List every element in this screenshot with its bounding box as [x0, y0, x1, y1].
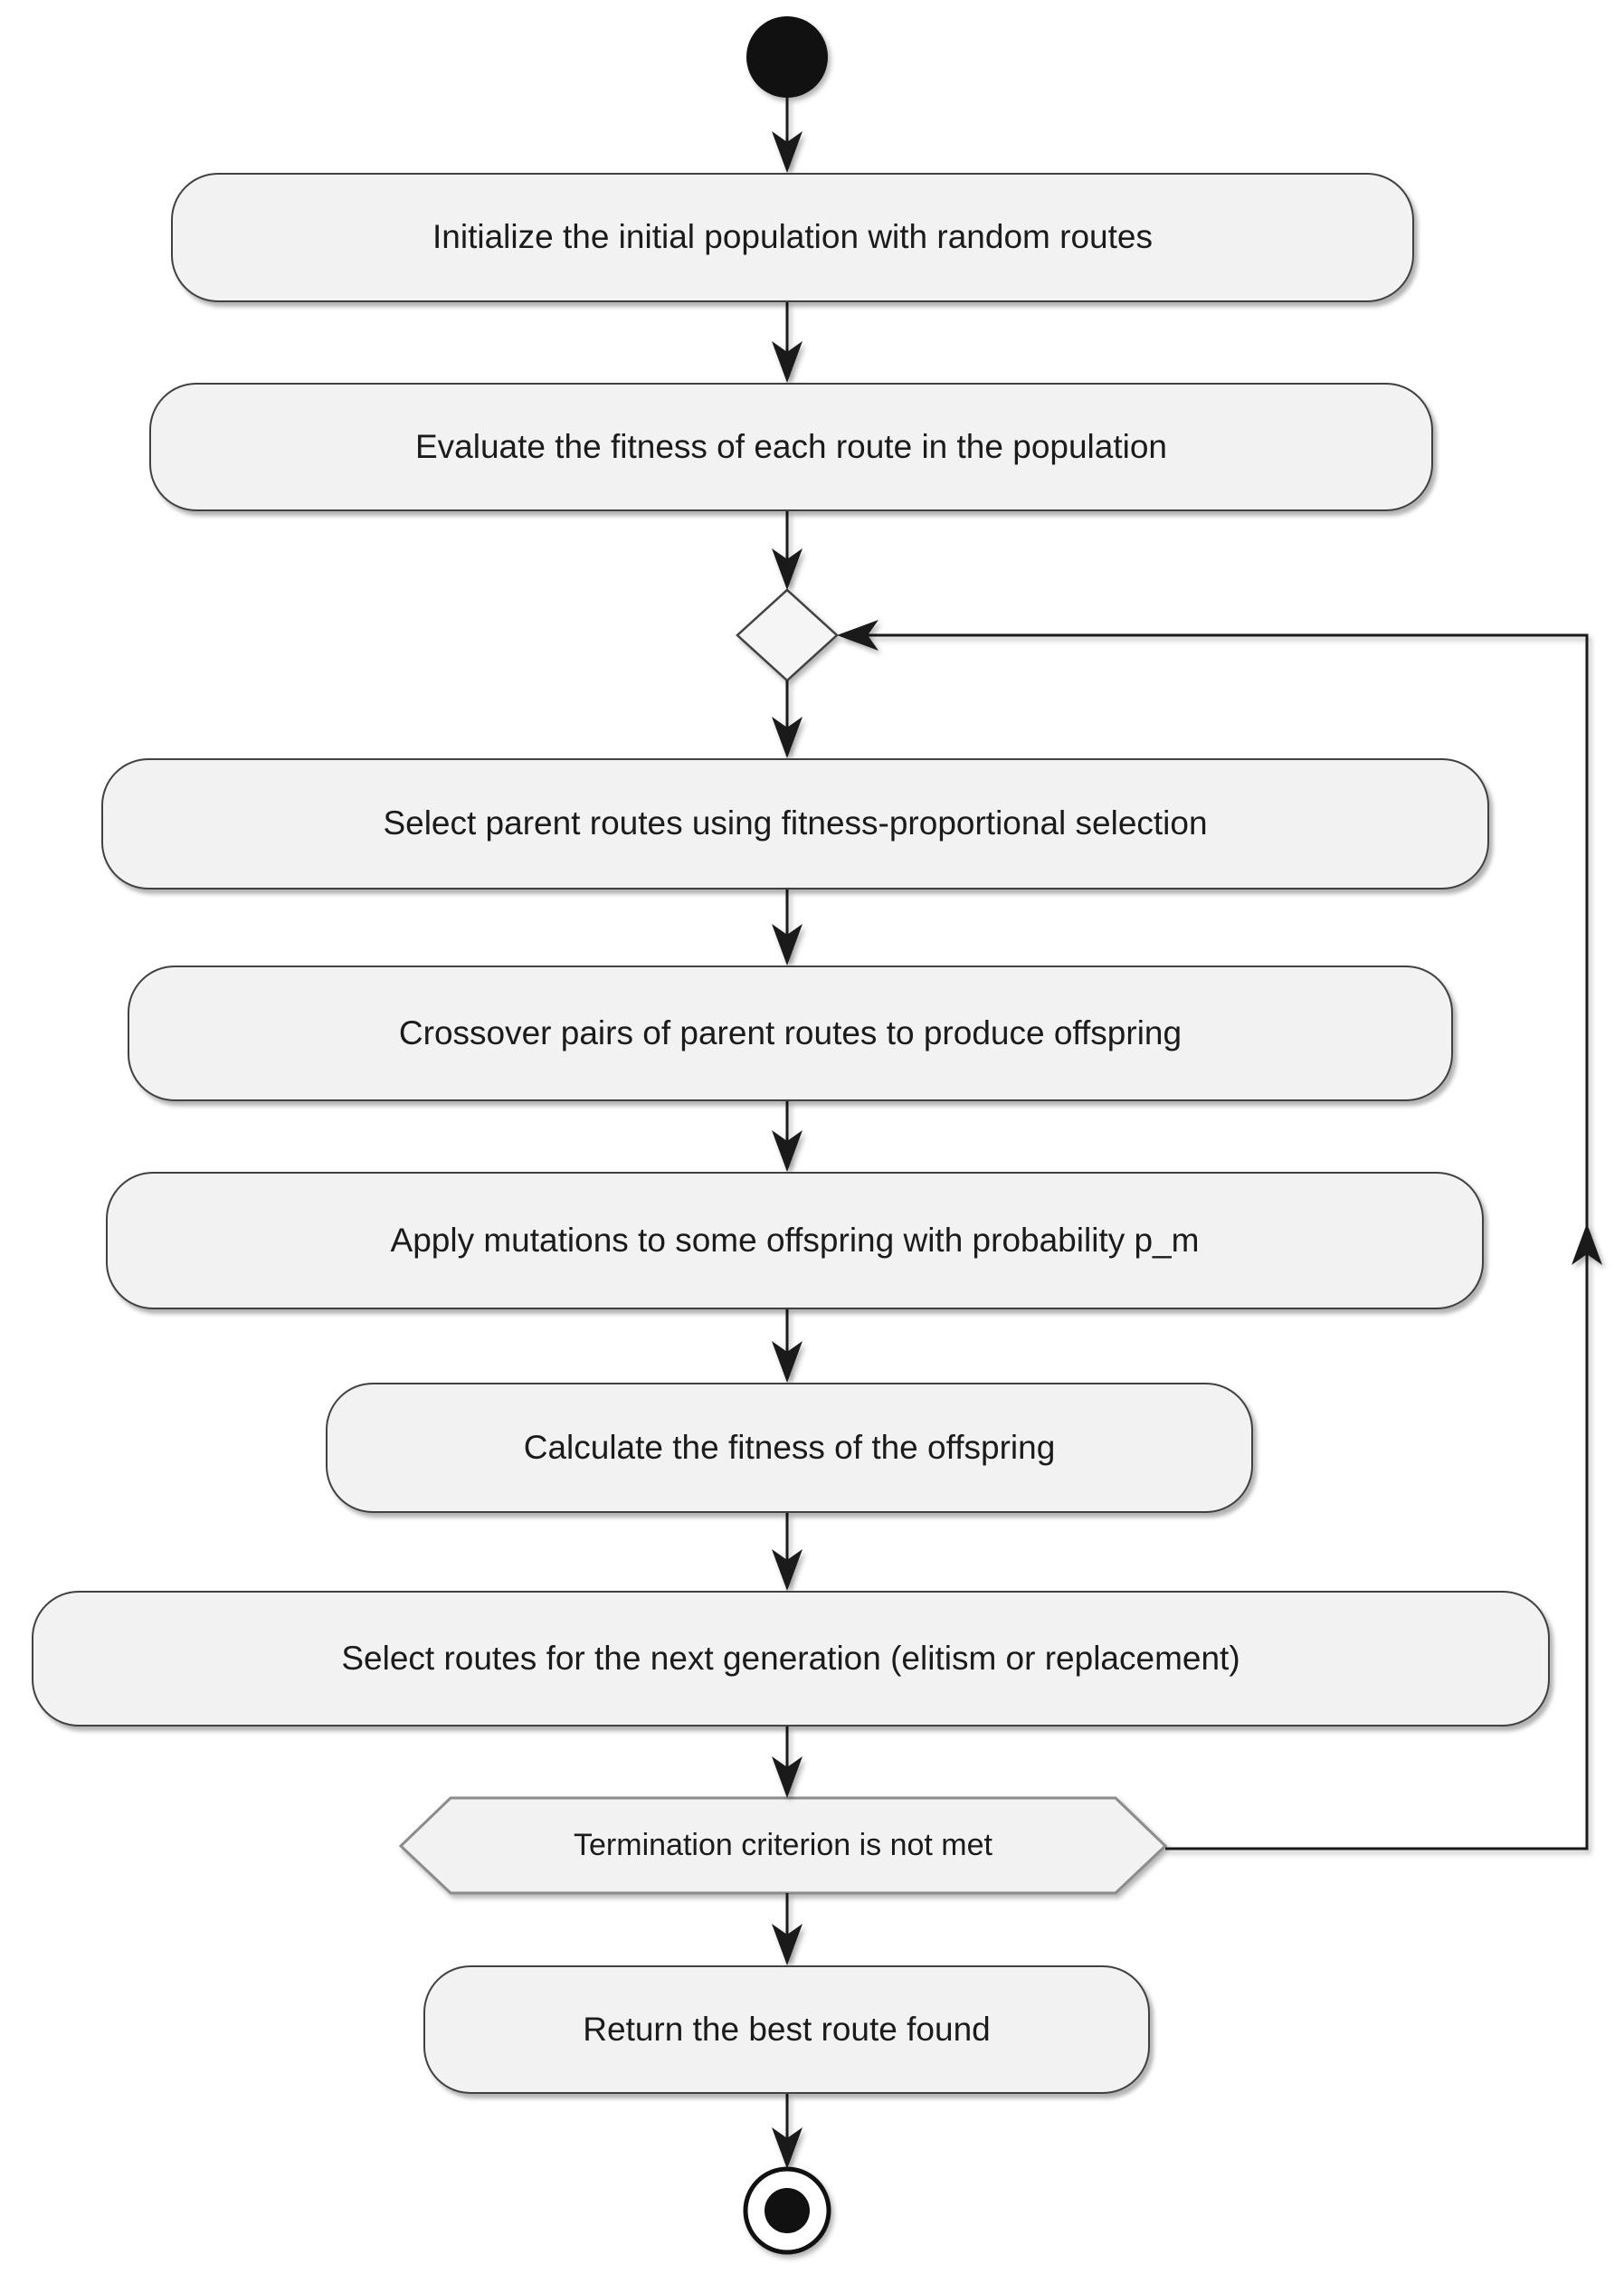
loop-condition-hexagon	[398, 1796, 1168, 1895]
arrowhead-into-return-best	[772, 1924, 803, 1965]
arrowhead-into-crossover	[772, 924, 803, 966]
arrowhead-into-loop-condition	[772, 1756, 803, 1798]
merge-decision-diamond	[736, 588, 839, 682]
activity-initialize-population: Initialize the initial population with r…	[171, 173, 1414, 302]
arrowhead-into-diamond-top	[772, 548, 803, 590]
arrowhead-into-mutate	[772, 1130, 803, 1172]
arrowhead-into-next-generation	[772, 1549, 803, 1591]
activity-apply-mutations: Apply mutations to some offspring with p…	[106, 1172, 1484, 1309]
arrowhead-into-end-node	[772, 2127, 803, 2169]
arrowhead-loop-midpoint-up	[1572, 1223, 1602, 1265]
activity-evaluate-fitness: Evaluate the fitness of each route in th…	[149, 383, 1433, 511]
arrowhead-into-offspring-fitness	[772, 1341, 803, 1383]
activity-select-parents: Select parent routes using fitness-propo…	[101, 758, 1489, 889]
loop-condition-label: Termination criterion is not met	[574, 1828, 992, 1862]
arrowhead-loop-into-diamond	[837, 620, 878, 651]
activity-return-best-route: Return the best route found	[423, 1965, 1150, 2094]
arrowhead-into-select-parents	[772, 717, 803, 758]
activity-crossover: Crossover pairs of parent routes to prod…	[128, 966, 1453, 1101]
arrowhead-into-evaluate	[772, 341, 803, 383]
arrowhead-into-initialize	[772, 131, 803, 173]
activity-next-generation: Select routes for the next generation (e…	[32, 1591, 1550, 1727]
start-node	[746, 16, 828, 98]
end-node-inner-dot	[765, 2188, 810, 2233]
activity-offspring-fitness: Calculate the fitness of the offspring	[326, 1383, 1253, 1513]
